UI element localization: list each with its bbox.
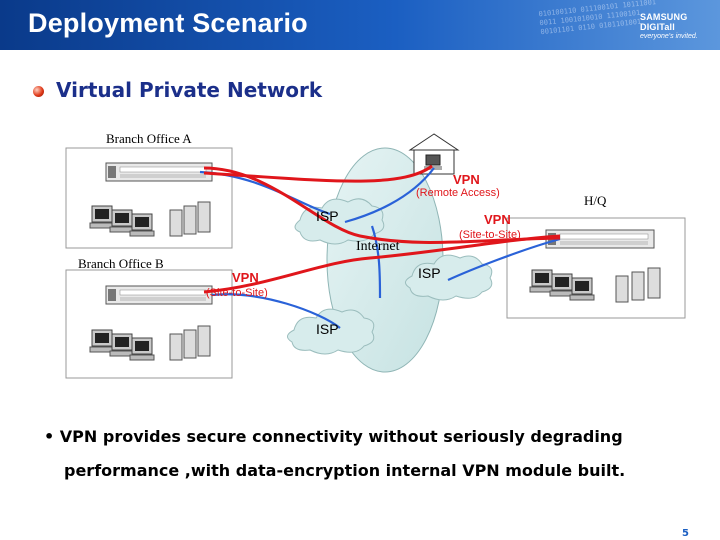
branch-b-computers [89, 325, 211, 361]
hq-computers [529, 267, 661, 303]
logo-line2: everyone's invited. [640, 33, 698, 40]
isp-label-bottom: ISP [316, 321, 339, 337]
isp-cloud-bottom [287, 308, 375, 355]
section-title: Virtual Private Network [56, 78, 323, 102]
bullet-line1: • VPN provides secure connectivity witho… [44, 427, 623, 446]
internet-label: Internet [356, 239, 400, 254]
vpn-branch-b-title: VPN [232, 270, 259, 285]
vpn-remote-title: VPN [453, 172, 480, 187]
hq-switch [545, 229, 655, 249]
branch-a-switch [105, 162, 213, 182]
vpn-hq-title: VPN [484, 212, 511, 227]
slide-title: Deployment Scenario [28, 8, 308, 38]
isp-label-top: ISP [316, 208, 339, 224]
branch-b-switch [105, 285, 213, 305]
branch-b-label: Branch Office B [78, 256, 164, 271]
vpn-branch-b-subtitle: (Site-to-Site) [206, 287, 268, 299]
page-number: 5 [682, 528, 689, 539]
branch-a-computers [89, 201, 211, 237]
hq-label: H/Q [584, 193, 607, 208]
header-bar: Deployment Scenario 010100110 011100101 … [0, 0, 720, 50]
bullet-text: • VPN provides secure connectivity witho… [44, 420, 684, 488]
vpn-hq-subtitle: (Site-to-Site) [459, 229, 521, 241]
logo-line1: SAMSUNG DIGITall [640, 12, 688, 32]
isp-label-right: ISP [418, 265, 441, 281]
vpn-remote-subtitle: (Remote Access) [416, 187, 500, 199]
company-logo: SAMSUNG DIGITall everyone's invited. [640, 12, 716, 40]
red-vpn-tunnels [203, 164, 561, 294]
bullet-line2: performance ,with data-encryption intern… [64, 461, 626, 480]
remote-user-house-icon [408, 133, 460, 175]
section-bullet-icon [33, 86, 44, 97]
branch-a-label: Branch Office A [106, 131, 192, 146]
isp-cloud-right [405, 254, 493, 301]
